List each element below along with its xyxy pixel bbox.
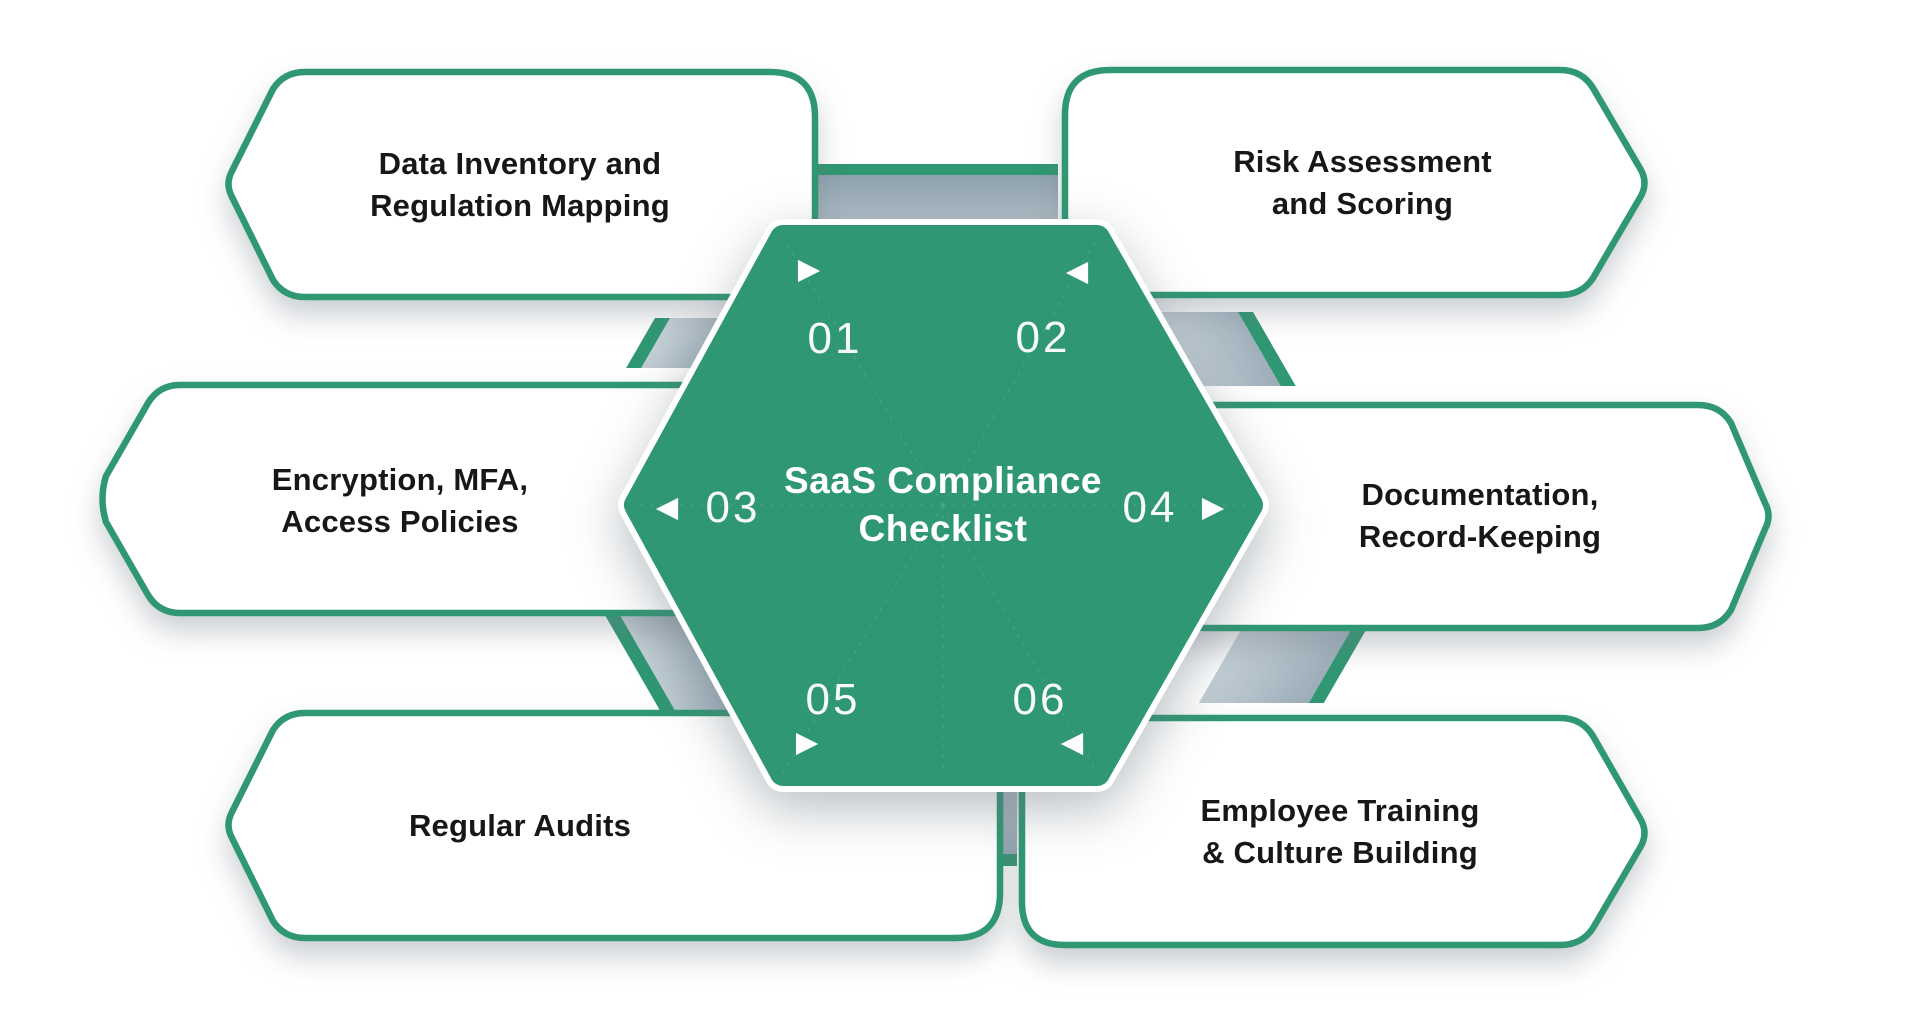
banner-risk-assessment: Risk Assessment and Scoring bbox=[1075, 70, 1650, 295]
diagram-title: SaaS Compliance Checklist bbox=[784, 457, 1102, 553]
triangle-left-icon: ◀ bbox=[655, 491, 679, 524]
step-number-03: 03 bbox=[705, 483, 761, 532]
banner-documentation: Documentation, Record-Keeping bbox=[1190, 405, 1770, 627]
step-number-01: 01 bbox=[807, 314, 863, 363]
banner-label-line: Employee Training bbox=[1200, 792, 1480, 828]
triangle-right-icon: ▶ bbox=[1201, 491, 1225, 524]
banner-data-inventory: Data Inventory and Regulation Mapping bbox=[240, 72, 800, 297]
banner-label-line: Risk Assessment bbox=[1233, 143, 1492, 179]
triangle-left-icon: ◀ bbox=[1060, 726, 1084, 759]
banner-label-line: and Scoring bbox=[1271, 185, 1454, 221]
banner-label-line: Record-Keeping bbox=[1358, 519, 1602, 554]
step-number-04: 04 bbox=[1122, 483, 1178, 532]
banner-label-line: Documentation, bbox=[1361, 477, 1599, 513]
banner-label-line: Encryption, MFA, bbox=[271, 461, 529, 497]
banner-encryption: Encryption, MFA, Access Policies bbox=[130, 388, 670, 613]
step-number-02: 02 bbox=[1015, 313, 1071, 362]
banner-label-line: Regular Audits bbox=[408, 807, 632, 843]
step-number-06: 06 bbox=[1012, 675, 1068, 724]
banner-label-line: Data Inventory and bbox=[378, 145, 662, 181]
step-number-05: 05 bbox=[805, 675, 861, 724]
diagram-title-line2: Checklist bbox=[858, 508, 1028, 549]
diagram-title-line1: SaaS Compliance bbox=[783, 459, 1103, 501]
banner-employee-training: Employee Training & Culture Building bbox=[1040, 718, 1640, 945]
hexagon-core bbox=[618, 219, 1269, 792]
triangle-right-icon: ▶ bbox=[795, 726, 819, 759]
banner-label-line: Regulation Mapping bbox=[370, 187, 670, 223]
banner-shape-data-inventory bbox=[225, 68, 819, 301]
hexagon-spokes bbox=[637, 237, 1250, 774]
banner-regular-audits: Regular Audits bbox=[240, 713, 800, 938]
triangle-right-icon: ▶ bbox=[797, 253, 821, 286]
banner-shape-risk-assessment bbox=[1061, 66, 1648, 299]
banner-label-line: Access Policies bbox=[281, 503, 519, 539]
banner-label-line: & Culture Building bbox=[1202, 834, 1478, 870]
triangle-left-icon: ◀ bbox=[1065, 255, 1089, 288]
